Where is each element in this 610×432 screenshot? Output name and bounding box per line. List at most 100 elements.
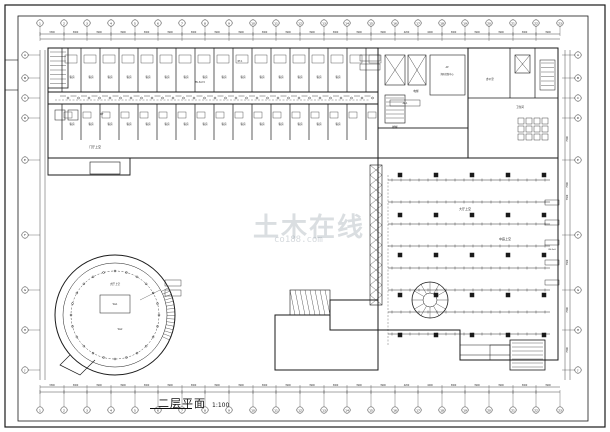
toilet-fixture xyxy=(525,117,533,125)
dim-text-bottom: 3900 xyxy=(238,384,244,387)
watermark-logo-text: 土木在线 xyxy=(253,213,366,243)
elevator-shaft xyxy=(384,54,406,86)
light-fixture-symbol xyxy=(77,96,80,100)
downlight-symbol xyxy=(113,269,117,273)
downlight-symbol xyxy=(157,313,161,317)
room-fixture xyxy=(140,54,154,64)
circuit-note: BV-3x4 xyxy=(548,249,556,251)
structural-column xyxy=(541,332,547,338)
light-fixture-symbol xyxy=(108,96,112,100)
structural-column xyxy=(433,172,439,178)
toilet-fixture xyxy=(533,133,541,141)
downlight-symbol xyxy=(69,313,73,317)
axis-bubble-bottom xyxy=(249,406,257,414)
dim-text-right: 7500 xyxy=(566,347,569,353)
truss-diagonal xyxy=(369,284,383,296)
room-name-label: 客房 xyxy=(126,75,132,79)
toilet-fixture xyxy=(541,133,549,141)
dim-text-bottom: 3900 xyxy=(191,384,197,387)
structural-column xyxy=(433,252,439,258)
note-box xyxy=(164,289,182,297)
room-fixture xyxy=(216,54,230,64)
axis-label-bottom: 21 xyxy=(511,408,515,412)
room-name-label: 客房 xyxy=(316,122,322,126)
rotunda-inner-ring xyxy=(62,262,168,368)
axis-bubble-bottom xyxy=(107,406,115,414)
room-name-label: 客房 xyxy=(164,75,170,79)
room-name-label: 客房 xyxy=(88,122,94,126)
rotunda-stair-tread xyxy=(164,330,173,334)
axis-label-left: G xyxy=(24,288,27,292)
rotunda-stair-tread xyxy=(163,294,172,298)
axis-label-top: 23 xyxy=(558,21,562,25)
room-fixture xyxy=(348,111,358,119)
truss-diagonal xyxy=(369,184,383,196)
rotunda-stair-tread xyxy=(166,308,175,310)
axis-label-left: A xyxy=(24,53,27,57)
light-fixture-symbol xyxy=(140,96,143,100)
room-name-label: 卫生间 xyxy=(516,105,524,109)
light-fixture-symbol xyxy=(182,96,185,100)
dim-text-bottom: 3900 xyxy=(522,384,528,387)
dim-text-top: 4200 xyxy=(427,31,433,34)
toilet-fixture xyxy=(525,125,533,133)
room-name-label: 大厅上空 xyxy=(459,206,471,211)
rotunda-stair-tread xyxy=(163,333,172,337)
spiral-tread xyxy=(433,305,440,316)
rotunda-outer-wall xyxy=(54,254,176,376)
dim-text-top: 3900 xyxy=(380,31,386,34)
light-fixture-symbol xyxy=(224,96,227,100)
dim-text-top: 3900 xyxy=(285,31,291,34)
room-name-label: 客房 xyxy=(240,122,246,126)
dim-text-bottom: 3900 xyxy=(144,384,150,387)
dim-text-top: 3900 xyxy=(238,31,244,34)
dim-text-top: 3900 xyxy=(262,31,268,34)
axis-label-top: 9 xyxy=(228,21,230,25)
equipment-box xyxy=(54,109,66,121)
circuit-note: WL2 xyxy=(118,328,123,331)
landing xyxy=(489,344,511,361)
light-fixture-symbol xyxy=(339,96,343,100)
leader-line xyxy=(139,289,161,301)
plan-title-text: 二层平面 xyxy=(158,397,206,410)
room-name-label: 客房 xyxy=(335,122,341,126)
light-fixture-symbol xyxy=(245,96,248,100)
watermark-url: co188.com xyxy=(274,235,323,245)
light-fixture-symbol xyxy=(192,96,196,100)
axis-label-right: F xyxy=(577,233,579,237)
axis-label-bottom: 18 xyxy=(440,408,444,412)
downlight-symbol xyxy=(71,325,74,328)
axis-bubble-bottom xyxy=(60,406,68,414)
stair-core-right xyxy=(539,59,556,91)
spiral-tread xyxy=(414,303,425,310)
room-fixture xyxy=(329,111,339,119)
dim-text-bottom: 3900 xyxy=(285,384,291,387)
axis-label-top: 5 xyxy=(134,21,136,25)
room-fixture xyxy=(330,54,344,64)
elevator-shaft xyxy=(407,54,427,86)
dim-text-top: 3900 xyxy=(474,31,480,34)
light-fixture-symbol xyxy=(213,96,217,100)
room-name-label: 客房 xyxy=(88,75,94,79)
structural-column xyxy=(469,172,475,178)
downlight-symbol xyxy=(144,282,148,286)
axis-label-bottom: 14 xyxy=(345,408,349,412)
axis-bubble-bottom xyxy=(532,406,540,414)
light-fixture-symbol xyxy=(276,96,280,100)
axis-bubble-bottom xyxy=(296,406,304,414)
truss-diagonal xyxy=(369,194,383,206)
truss-diagonal xyxy=(369,174,383,186)
downlight-symbol xyxy=(151,335,155,339)
axis-label-bottom: 19 xyxy=(463,408,467,412)
circuit-note: RT-1 xyxy=(238,60,243,63)
note-box xyxy=(359,63,381,71)
downlight-symbol xyxy=(102,271,105,274)
light-fixture-symbol xyxy=(119,96,122,100)
toilet-fixture xyxy=(533,125,541,133)
downlight-symbol xyxy=(125,271,128,274)
spiral-stair-core xyxy=(422,292,438,308)
light-fixture-symbol xyxy=(66,96,70,100)
dim-text-top: 3900 xyxy=(167,31,173,34)
